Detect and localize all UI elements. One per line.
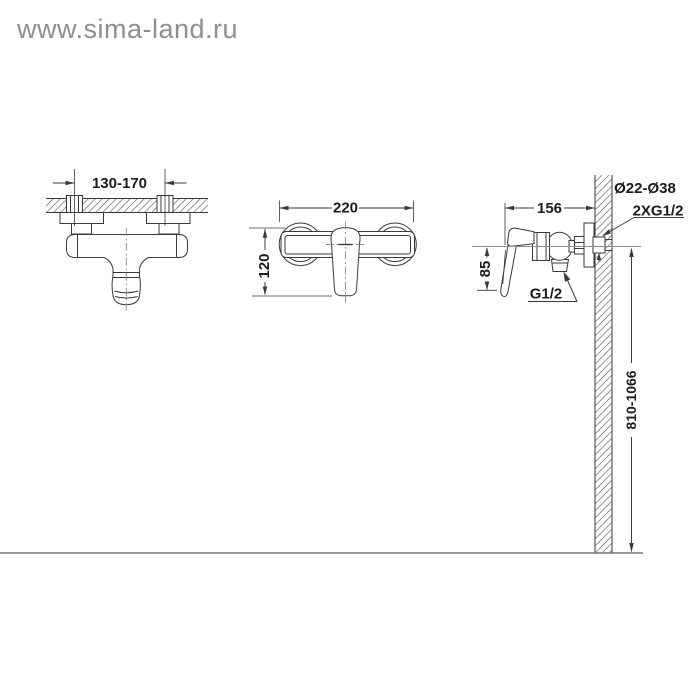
label-escutcheon-diameter: Ø22-Ø38 [614, 180, 676, 197]
leader-inlet-thread [596, 217, 684, 262]
top-view: 130-170 [46, 169, 208, 312]
label-outlet-thread: G1/2 [530, 286, 563, 303]
dim-label-height: 120 [256, 253, 273, 278]
dim-label-depth: 156 [537, 200, 562, 217]
handle-hub-side-view [507, 227, 535, 247]
dimension-mount-spacing [53, 169, 187, 226]
watermark: www.sima-land.ru [17, 14, 239, 44]
label-inlet-thread: 2XG1/2 [633, 203, 684, 220]
handle-lever-side-view [500, 235, 517, 297]
faucet-body-top-view [66, 234, 188, 306]
side-view: 156 85 810-1066 Ø22-Ø38 [472, 175, 684, 553]
union-nut-right [158, 223, 180, 235]
dimension-width-220 [279, 200, 414, 222]
dimension-drop-85 [477, 247, 497, 291]
dim-label-drop: 85 [477, 261, 494, 278]
leader-outlet-thread [528, 271, 578, 302]
escutcheon-plate-left [59, 212, 104, 224]
wall-section-side-view [594, 175, 613, 553]
dimension-depth-156 [504, 203, 595, 245]
escutcheon-plate-right [146, 212, 191, 224]
shower-outlet-stub [550, 259, 570, 272]
dim-label-install-height: 810-1066 [623, 370, 639, 429]
front-view: 220 120 [249, 200, 417, 303]
dimension-install-height [629, 247, 634, 553]
dimension-height-120 [249, 227, 332, 297]
dim-label-width: 220 [333, 200, 358, 217]
connection-nut [574, 236, 585, 255]
dim-label-mount-spacing: 130-170 [92, 175, 147, 192]
